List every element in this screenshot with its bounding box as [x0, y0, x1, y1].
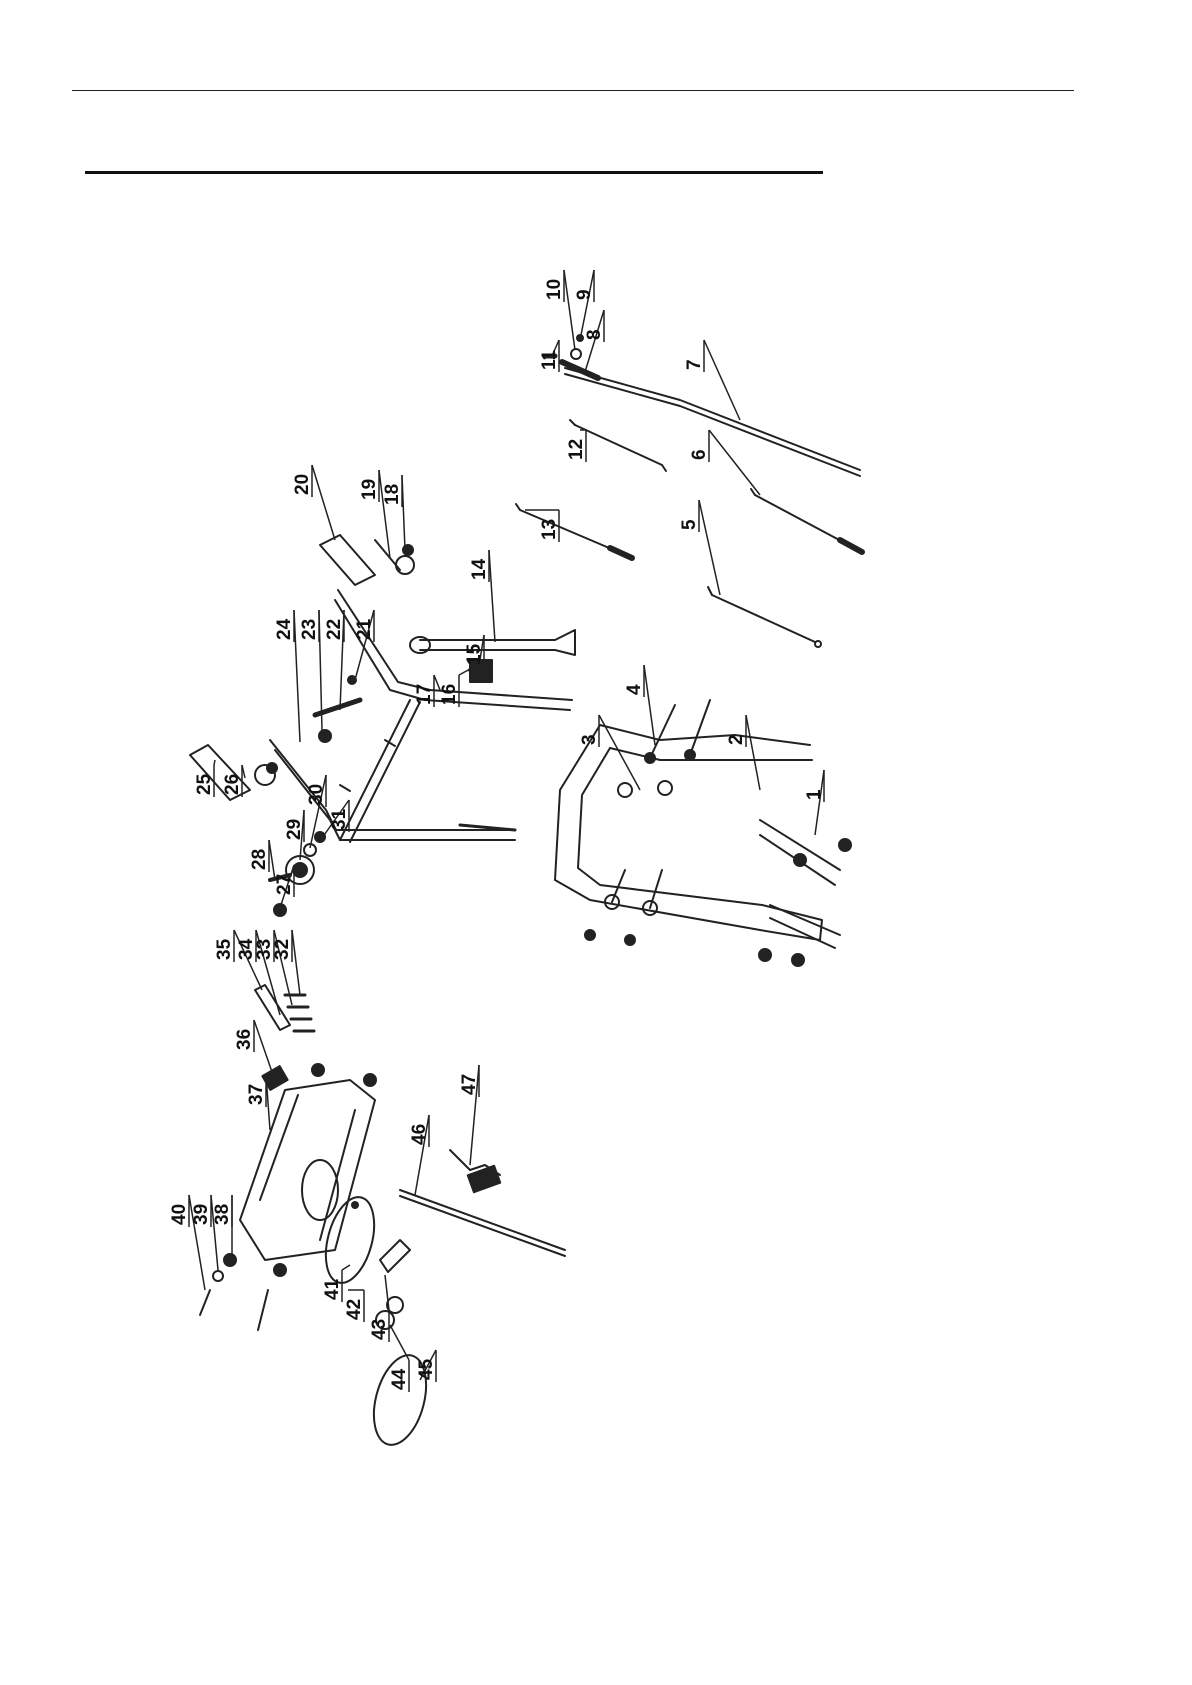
part-label-22: 22: [324, 619, 345, 640]
part-label-20: 20: [292, 474, 313, 495]
parts-32-35-bracket: [255, 985, 314, 1031]
part-label-34: 34: [236, 938, 257, 960]
part-label-45: 45: [416, 1358, 437, 1380]
part-label-18: 18: [382, 484, 403, 505]
leader-line-8: [585, 310, 604, 372]
part-label-21: 21: [354, 618, 375, 640]
parts-18-20-grips: [320, 535, 414, 585]
leader-line-19: [379, 470, 390, 558]
part-14-lever: [410, 630, 575, 682]
leader-line-4: [644, 665, 655, 745]
part-label-12: 12: [566, 439, 587, 460]
part-label-5: 5: [679, 519, 700, 530]
part-label-30: 30: [306, 784, 327, 805]
part-label-23: 23: [299, 619, 320, 640]
part-label-33: 33: [254, 939, 275, 960]
part-label-39: 39: [191, 1204, 212, 1225]
part-label-10: 10: [544, 279, 565, 300]
part-label-29: 29: [284, 819, 305, 840]
part-37-housing: [240, 1080, 375, 1260]
part-label-8: 8: [584, 329, 605, 340]
part-label-43: 43: [369, 1319, 390, 1340]
part-label-11: 11: [539, 349, 560, 370]
part-label-27: 27: [274, 874, 295, 895]
part-label-26: 26: [222, 774, 243, 795]
part-label-40: 40: [169, 1204, 190, 1225]
part-label-28: 28: [249, 849, 270, 870]
leader-line-32: [292, 930, 300, 995]
part-label-31: 31: [329, 808, 350, 830]
leader-line-1: [815, 770, 824, 835]
leader-line-25: [214, 760, 215, 765]
part-label-37: 37: [246, 1084, 267, 1105]
part-label-24: 24: [274, 618, 295, 640]
leader-line-20: [312, 465, 335, 540]
part-label-4: 4: [624, 684, 645, 695]
part-label-3: 3: [579, 734, 600, 745]
part-label-14: 14: [469, 558, 490, 580]
part-label-47: 47: [459, 1074, 480, 1095]
leader-line-10: [564, 270, 575, 350]
part-46-shaft: [400, 1190, 565, 1256]
part-label-16: 16: [439, 684, 460, 705]
part-label-17: 17: [414, 684, 435, 705]
part-label-25: 25: [194, 773, 215, 795]
part-13-cable: [516, 504, 632, 558]
part-label-32: 32: [272, 939, 293, 960]
leader-line-2: [746, 715, 760, 790]
part-label-35: 35: [214, 938, 235, 960]
parts-1-3-4-fasteners: [585, 700, 851, 966]
part-label-44: 44: [389, 1368, 410, 1390]
leader-line-7: [704, 340, 740, 420]
leader-line-6: [709, 430, 760, 495]
leader-line-44: [390, 1325, 409, 1360]
part-label-15: 15: [464, 643, 485, 665]
part-5-cable: [708, 587, 821, 647]
part-number-labels: 1234567891011121314151617181920212223242…: [169, 279, 825, 1390]
part-label-1: 1: [804, 789, 825, 800]
leader-line-36: [254, 1020, 272, 1072]
part-label-41: 41: [322, 1278, 343, 1300]
part-47-block: [450, 1150, 500, 1192]
part-label-2: 2: [726, 734, 747, 745]
part-label-42: 42: [344, 1299, 365, 1320]
part-label-19: 19: [359, 479, 380, 500]
part-label-38: 38: [212, 1204, 233, 1225]
leader-line-41: [342, 1265, 350, 1270]
part-label-13: 13: [539, 519, 560, 540]
part-label-9: 9: [574, 289, 595, 300]
leader-line-3: [599, 715, 640, 790]
part-2-base-frame: [555, 725, 840, 948]
part-label-7: 7: [684, 359, 705, 370]
part-label-6: 6: [689, 449, 710, 460]
part-label-36: 36: [234, 1029, 255, 1050]
part-label-46: 46: [409, 1124, 430, 1145]
part-6-cable: [751, 489, 862, 552]
leader-line-5: [699, 500, 720, 595]
